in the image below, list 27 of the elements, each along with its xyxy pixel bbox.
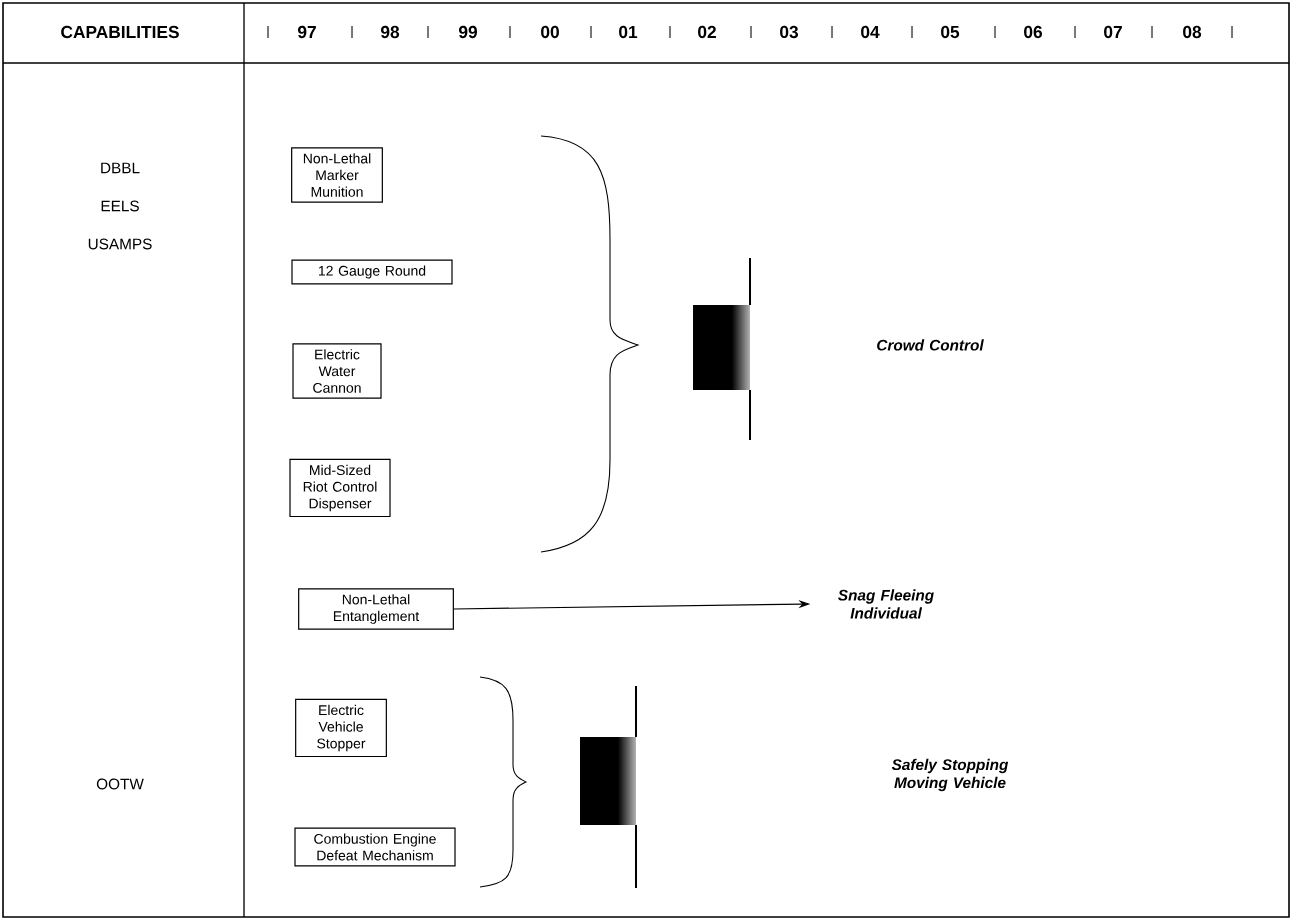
process-box: Combustion Engine Defeat Mechanism (294, 827, 456, 867)
year-label: 04 (861, 25, 880, 39)
row-label: OOTW (96, 778, 144, 790)
year-label: 97 (298, 25, 316, 39)
year-label: 99 (458, 25, 477, 39)
process-box: Non-Lethal Marker Munition (291, 147, 383, 203)
year-label: 05 (941, 25, 960, 39)
year-label: 06 (1024, 25, 1042, 39)
year-label: 00 (541, 25, 559, 39)
outcome-text: Safely Stopping Moving Vehicle (891, 758, 1009, 792)
process-box: Non-Lethal Entanglement (298, 588, 454, 630)
year-label: 08 (1183, 25, 1202, 39)
row-label: EELS (101, 200, 139, 212)
row-label: USAMPS (88, 238, 152, 250)
process-box: 12 Gauge Round (291, 259, 453, 285)
year-label: 02 (698, 25, 716, 39)
year-label: 03 (780, 25, 798, 39)
year-label: 07 (1104, 25, 1122, 39)
outcome-text: Snag Fleeing Individual (838, 589, 934, 619)
row-label: DBBL (101, 162, 140, 174)
outcome-text: Crowd Control (877, 339, 984, 351)
process-box: Electric Water Cannon (292, 343, 382, 399)
year-label: 01 (619, 25, 638, 39)
column-header: CAPABILITIES (61, 25, 179, 39)
year-label: 98 (381, 25, 400, 39)
process-box: Mid-Sized Riot Control Dispenser (289, 458, 391, 518)
process-box: Electric Vehicle Stopper (295, 698, 387, 758)
